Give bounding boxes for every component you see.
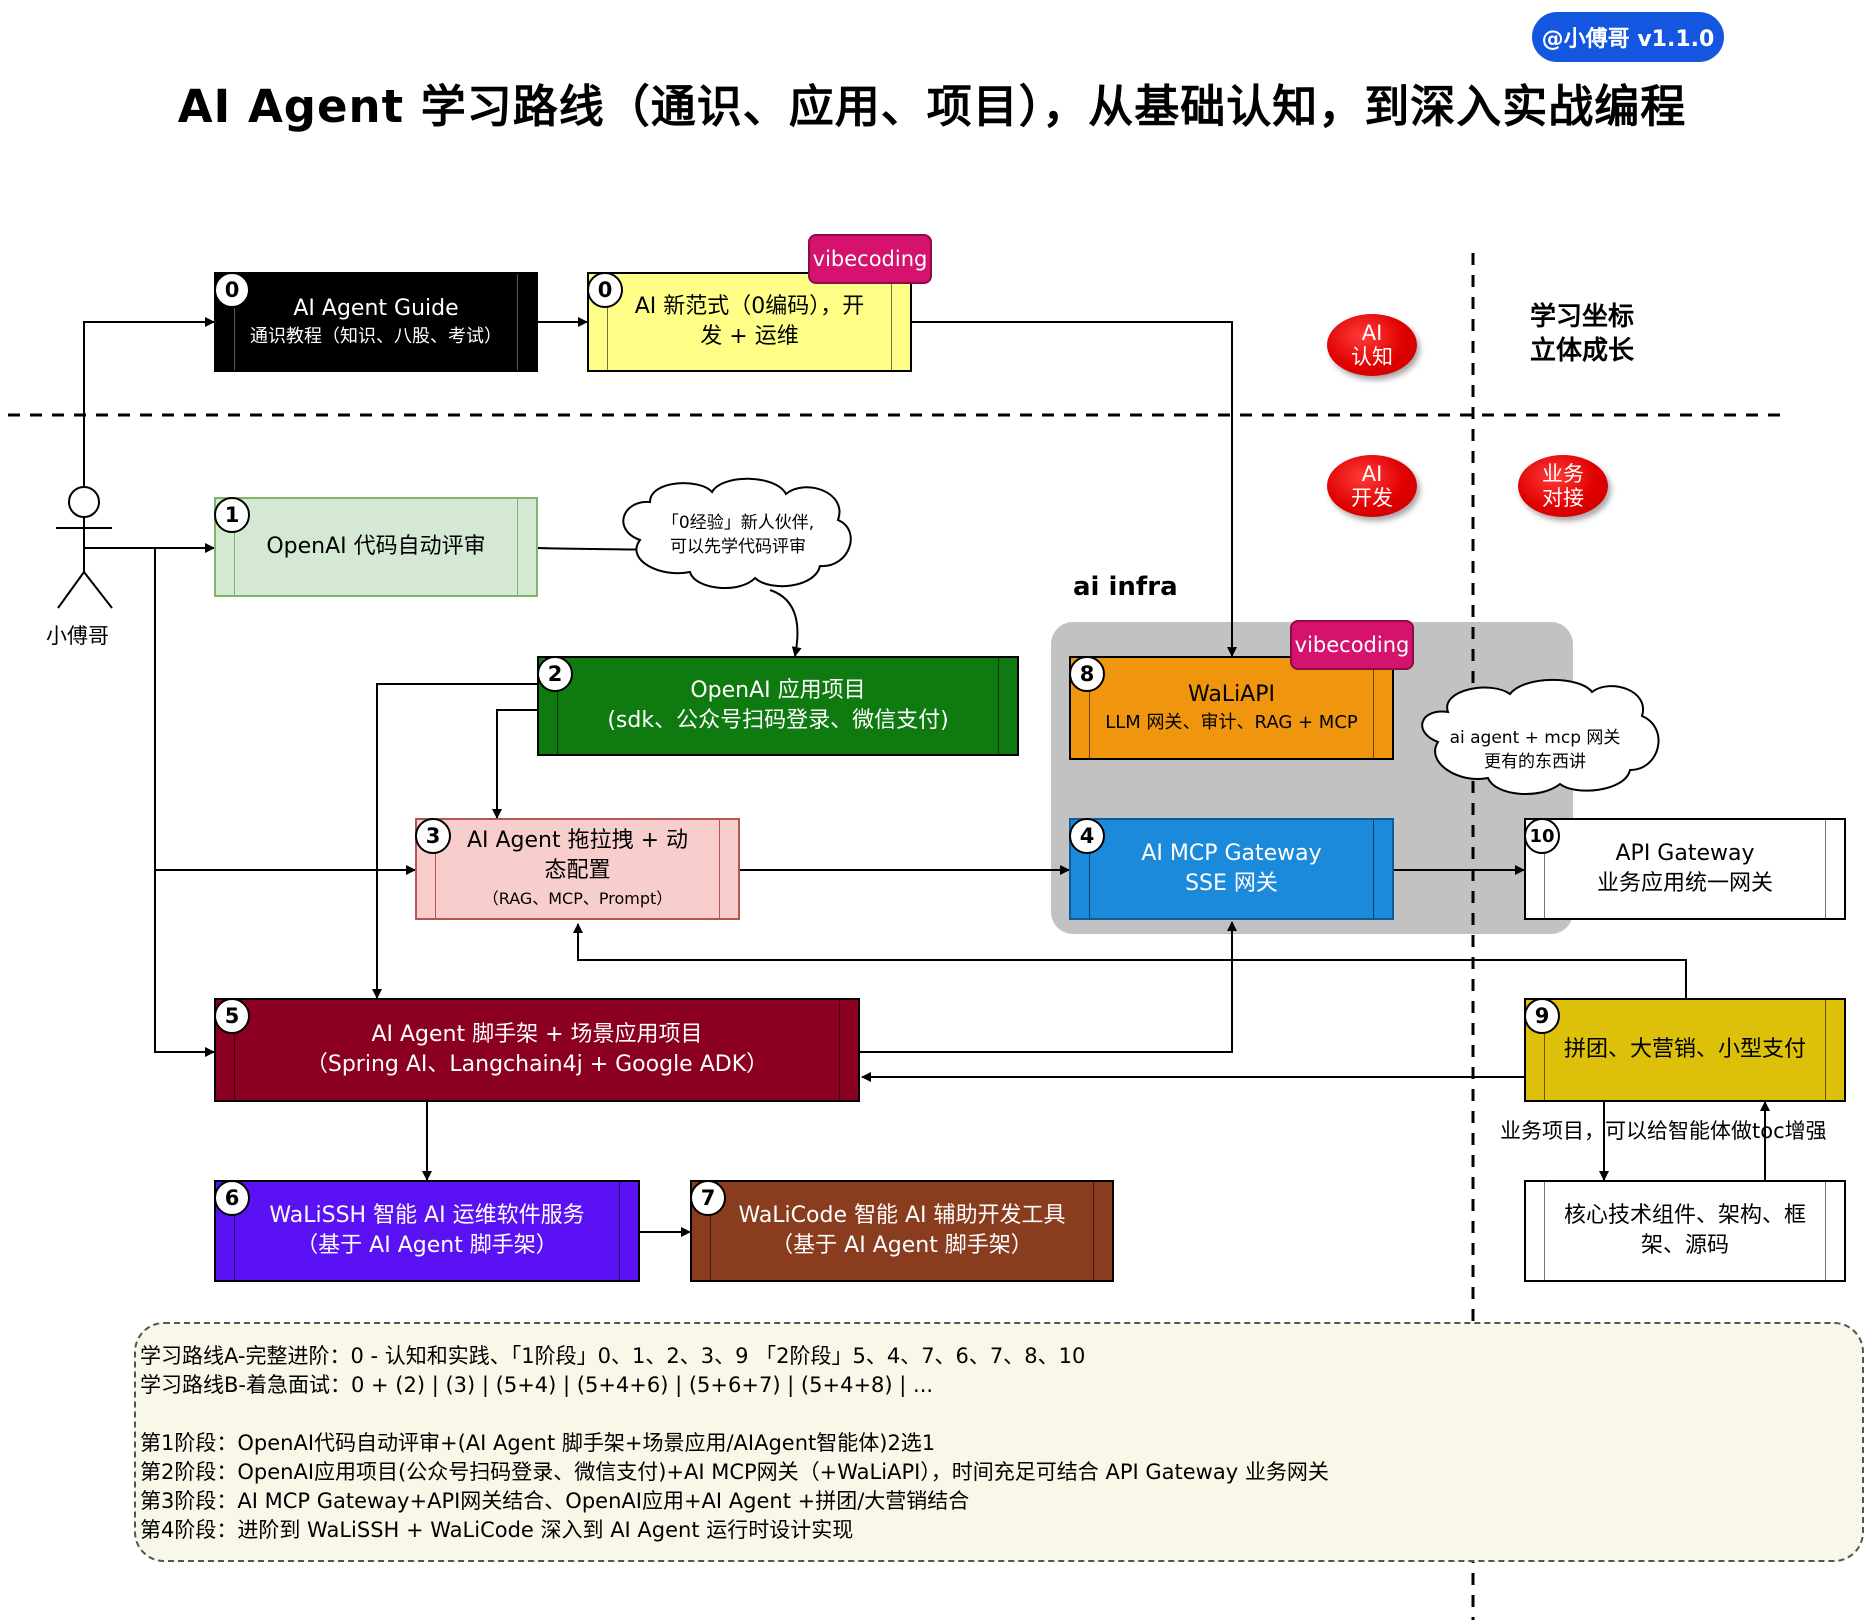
node-openai-app-title: OpenAI 应用项目: [690, 678, 866, 703]
node-group-buy-title: 拼团、大营销、小型支付: [1563, 1037, 1806, 1062]
route-b: 学习路线B-着急面试：0 + (2) | (3) | (5+4) | (5+4+…: [140, 1373, 934, 1397]
page-title: AI Agent 学习路线（通识、应用、项目），从基础认知，到深入实战编程: [177, 80, 1687, 133]
step-number: 10: [1524, 818, 1560, 854]
node-drag-config-line-2: 态配置: [544, 858, 611, 883]
cloud-mcp: [1421, 678, 1660, 795]
step-number: 7: [690, 1180, 726, 1216]
node-core-components-line-2: 架、源码: [1640, 1233, 1729, 1258]
node-walicode[interactable]: 7 WaLiCode 智能 AI 辅助开发工具 （基于 AI Agent 脚手架…: [690, 1180, 1114, 1282]
step-number: 4: [1069, 818, 1105, 854]
step-number: 0: [587, 272, 623, 308]
coord-line-2: 立体成长: [1530, 336, 1635, 366]
step-number: 6: [214, 1180, 250, 1216]
node-paradigm[interactable]: 0 AI 新范式（0编码），开 发 + 运维: [587, 272, 912, 372]
learning-notes-panel: 学习路线A-完整进阶：0 - 认知和实践、「1阶段」0、1、2、3、9 「2阶段…: [134, 1322, 1864, 1562]
node-guide-title: AI Agent Guide: [293, 296, 459, 321]
badge-ai-cognition: AI 认知: [1327, 314, 1417, 376]
edge-group-buy-drag-config: [573, 923, 1687, 998]
node-waliapi-subtitle: LLM 网关、审计、RAG + MCP: [1105, 712, 1358, 733]
step-number: 5: [214, 998, 250, 1034]
edge-cloud-openai-app: [769, 589, 802, 657]
node-openai-app-subtitle: (sdk、公众号扫码登录、微信支付): [607, 708, 949, 733]
stage-4: 第4阶段：进阶到 WaLiSSH + WaLiCode 深入到 AI Agent…: [140, 1518, 854, 1542]
node-walissh-title: WaLiSSH 智能 AI 运维软件服务: [269, 1203, 585, 1228]
node-paradigm-line-2: 发 + 运维: [700, 324, 799, 349]
step-number: 9: [1524, 998, 1560, 1034]
node-guide[interactable]: 0 AI Agent Guide 通识教程（知识、八股、考试）: [214, 272, 538, 372]
person-label: 小傅哥: [46, 624, 109, 648]
node-walissh[interactable]: 6 WaLiSSH 智能 AI 运维软件服务 （基于 AI Agent 脚手架）: [214, 1180, 640, 1282]
edge-trunk-scaffold: [154, 870, 215, 1057]
learning-coordinate-label: 学习坐标 立体成长: [1530, 300, 1634, 368]
cloud-mcp-line-2: 更有的东西讲: [1484, 752, 1586, 772]
node-drag-config-line-3: （RAG、MCP、Prompt）: [482, 889, 673, 908]
node-scaffold-subtitle: （Spring AI、Langchain4j + Google ADK）: [305, 1052, 769, 1077]
edge-paradigm-waliapi: [912, 321, 1237, 657]
edge-openai-app-drag-config: [492, 709, 537, 819]
node-drag-config[interactable]: 3 AI Agent 拖拉拽 + 动 态配置 （RAG、MCP、Prompt）: [415, 818, 740, 920]
node-core-components[interactable]: 核心技术组件、架构、框 架、源码: [1524, 1180, 1846, 1282]
node-code-review[interactable]: 1 OpenAI 代码自动评审: [214, 497, 538, 597]
badge-ai-dev: AI 开发: [1327, 455, 1417, 517]
node-code-review-title: OpenAI 代码自动评审: [266, 534, 486, 559]
stage-2: 第2阶段：OpenAI应用项目(公众号扫码登录、微信支付)+AI MCP网关（+…: [140, 1460, 1329, 1484]
node-paradigm-line-1: AI 新范式（0编码），开: [634, 294, 865, 319]
step-number: 2: [537, 656, 573, 692]
edge-openai-app-scaffold: [372, 683, 537, 999]
node-walissh-subtitle: （基于 AI Agent 脚手架）: [296, 1233, 558, 1258]
step-number: 0: [214, 272, 250, 308]
coord-line-1: 学习坐标: [1530, 302, 1635, 332]
cloud-newbie-text: 「0经验」新人伙伴, 可以先学代码评审: [628, 495, 848, 575]
node-waliapi[interactable]: 8 WaLiAPI LLM 网关、审计、RAG + MCP: [1069, 656, 1394, 760]
node-drag-config-line-1: AI Agent 拖拉拽 + 动: [466, 828, 689, 853]
node-group-buy[interactable]: 9 拼团、大营销、小型支付: [1524, 998, 1846, 1102]
node-walicode-subtitle: （基于 AI Agent 脚手架）: [771, 1233, 1033, 1258]
node-guide-subtitle: 通识教程（知识、八股、考试）: [250, 326, 502, 347]
cloud-newbie-line-2: 可以先学代码评审: [670, 537, 806, 557]
cloud-mcp-text: ai agent + mcp 网关 更有的东西讲: [1420, 710, 1650, 790]
node-mcp-gateway-subtitle: SSE 网关: [1185, 871, 1278, 896]
cloud-newbie-line-1: 「0经验」新人伙伴,: [661, 513, 815, 533]
edge-person-guide: [83, 317, 215, 487]
stage-1: 第1阶段：OpenAI代码自动评审+(AI Agent 脚手架+场景应用/AIA…: [140, 1431, 936, 1455]
badge-business: 业务 对接: [1518, 455, 1608, 517]
node-core-components-line-1: 核心技术组件、架构、框: [1563, 1203, 1806, 1228]
step-number: 3: [415, 818, 451, 854]
node-scaffold-title: AI Agent 脚手架 + 场景应用项目: [371, 1022, 703, 1047]
version-badge: @小傅哥 v1.1.0: [1532, 12, 1724, 62]
node-api-gateway-title: API Gateway: [1615, 841, 1755, 866]
cloud-newbie: [622, 477, 852, 589]
route-a: 学习路线A-完整进阶：0 - 认知和实践、「1阶段」0、1、2、3、9 「2阶段…: [140, 1344, 1086, 1368]
node-api-gateway[interactable]: 10 API Gateway 业务应用统一网关: [1524, 818, 1846, 920]
step-number: 8: [1069, 656, 1105, 692]
node-scaffold[interactable]: 5 AI Agent 脚手架 + 场景应用项目 （Spring AI、Langc…: [214, 998, 860, 1102]
node-openai-app[interactable]: 2 OpenAI 应用项目 (sdk、公众号扫码登录、微信支付): [537, 656, 1019, 756]
node-walicode-title: WaLiCode 智能 AI 辅助开发工具: [738, 1203, 1066, 1228]
step-number: 1: [214, 497, 250, 533]
business-caption: 业务项目，可以给智能体做toc增强: [1500, 1119, 1827, 1143]
edge-scaffold-mcp: [860, 921, 1237, 1053]
cloud-mcp-line-1: ai agent + mcp 网关: [1449, 728, 1621, 748]
node-mcp-gateway[interactable]: 4 AI MCP Gateway SSE 网关: [1069, 818, 1394, 920]
vibecoding-tag: vibecoding: [808, 234, 932, 284]
vibecoding-tag: vibecoding: [1290, 620, 1414, 670]
node-api-gateway-subtitle: 业务应用统一网关: [1596, 871, 1773, 896]
ai-infra-label: ai infra: [1073, 572, 1178, 602]
node-waliapi-title: WaLiAPI: [1187, 682, 1275, 707]
stage-3: 第3阶段：AI MCP Gateway+API网关结合、OpenAI应用+AI …: [140, 1489, 970, 1513]
node-mcp-gateway-title: AI MCP Gateway: [1141, 841, 1322, 866]
person-figure: [56, 486, 113, 609]
